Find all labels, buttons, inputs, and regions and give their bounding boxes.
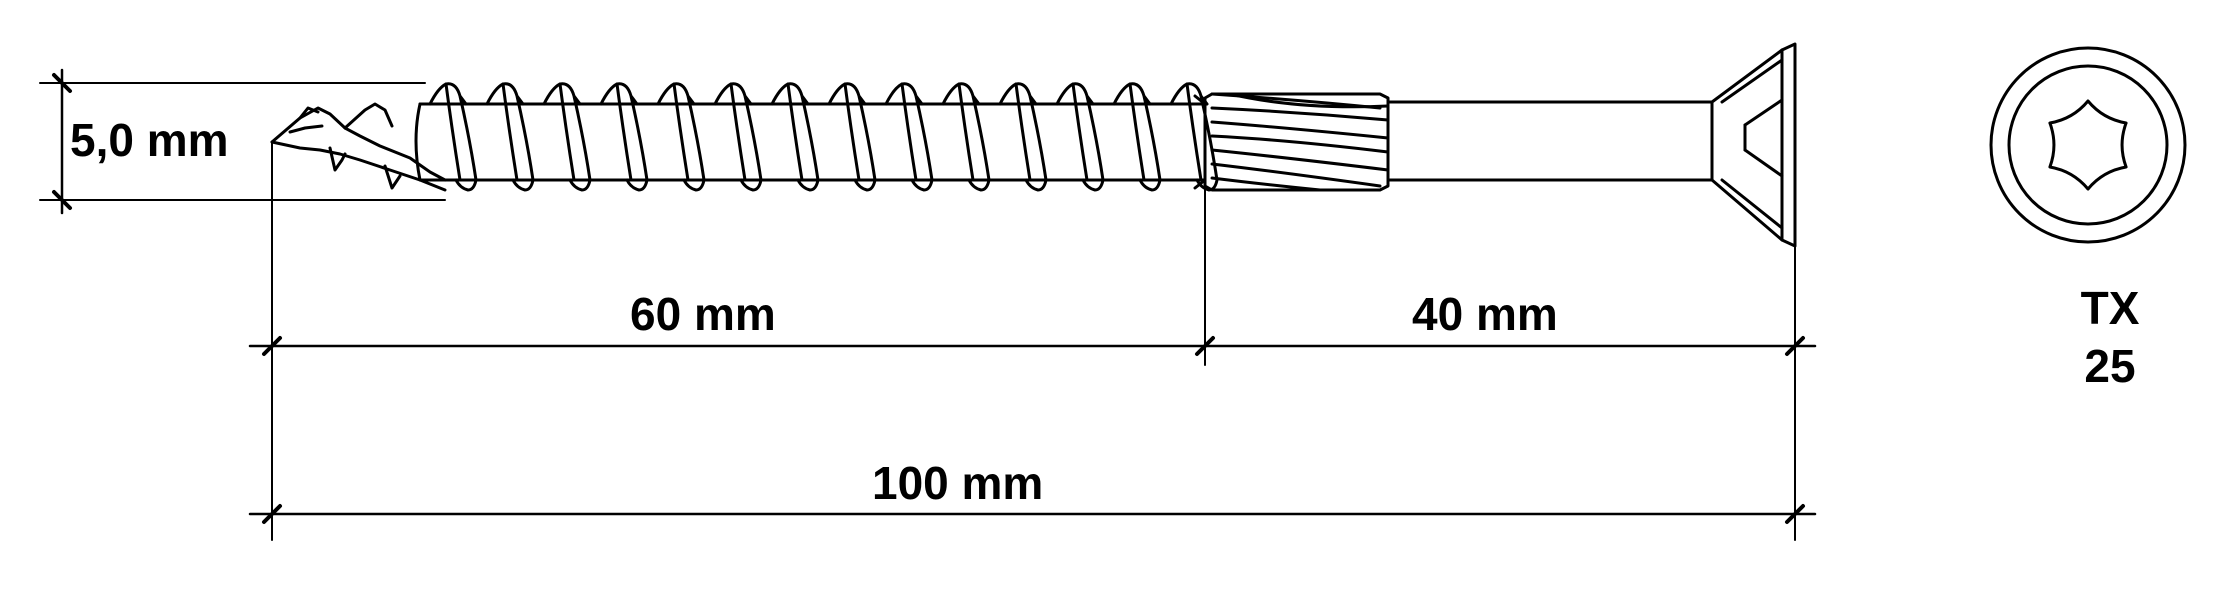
- thread-flank: [501, 82, 519, 182]
- diameter-tick-top: [52, 73, 72, 93]
- thread-flank: [900, 82, 918, 182]
- thread-flank: [786, 82, 804, 182]
- thread-flank: [843, 82, 861, 182]
- torx-drive-icon: [1989, 46, 2187, 244]
- diameter-dimension: [39, 68, 446, 215]
- thread-flank: [615, 82, 633, 182]
- drive-type-label: TX: [2080, 282, 2140, 334]
- screw-thread-crests: [428, 82, 1219, 192]
- diameter-tick-bottom: [52, 190, 72, 210]
- length-extension-lines: [271, 141, 1796, 541]
- thread-flank: [444, 82, 462, 182]
- thread-flank: [957, 82, 975, 182]
- thread-flank: [729, 82, 747, 182]
- total-length-dimension: [248, 504, 1817, 524]
- diameter-label: 5,0 mm: [70, 114, 229, 166]
- thread-flank: [1128, 82, 1146, 182]
- screw-tip: [270, 102, 447, 192]
- thread-flank: [1014, 82, 1032, 182]
- thread-flank: [672, 82, 690, 182]
- screw-shank-cutter: [1203, 92, 1390, 192]
- thread-flank: [1185, 82, 1203, 182]
- thread-flank: [1071, 82, 1089, 182]
- total-length-label: 100 mm: [872, 457, 1044, 509]
- thread-length-label: 60 mm: [630, 288, 776, 340]
- torx-star-recess: [2048, 99, 2128, 191]
- drive-spec: TX 25: [2040, 285, 2180, 401]
- partial-length-dimension: [248, 336, 1817, 356]
- drive-size-label: 25: [2084, 340, 2136, 392]
- screw-smooth-shank: [1386, 100, 1714, 182]
- shank-length-label: 40 mm: [1412, 288, 1558, 340]
- screw-head: [1710, 42, 1797, 248]
- thread-flank: [558, 82, 576, 182]
